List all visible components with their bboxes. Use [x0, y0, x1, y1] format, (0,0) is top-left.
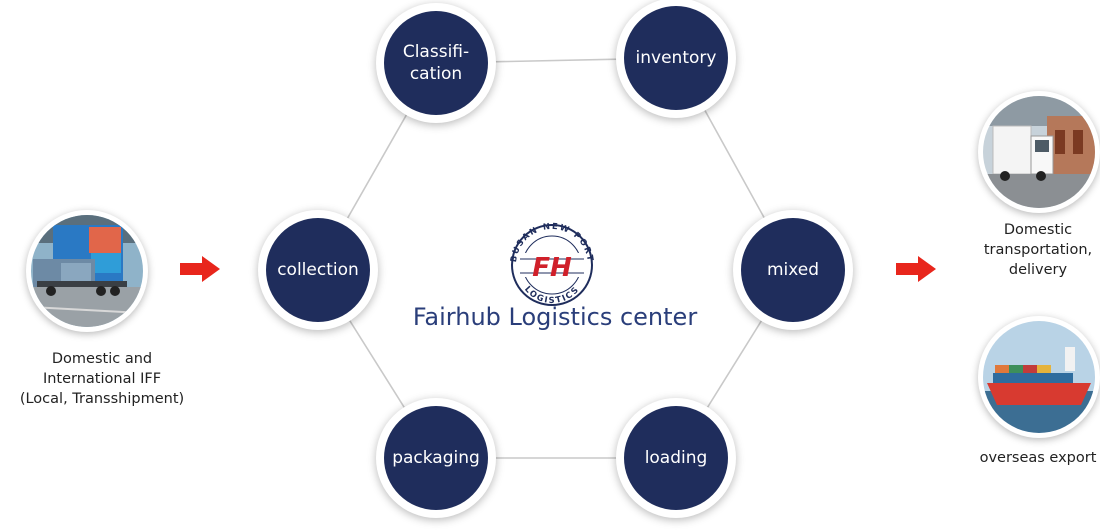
- node-label: Classifi- cation: [384, 11, 488, 115]
- truck-illustration: [983, 96, 1095, 208]
- node-classification: Classifi- cation: [376, 3, 496, 123]
- node-collection: collection: [258, 210, 378, 330]
- node-label: loading: [624, 406, 728, 510]
- node-inventory: inventory: [616, 0, 736, 118]
- node-label: packaging: [384, 406, 488, 510]
- node-mixed: mixed: [733, 210, 853, 330]
- fairhub-logo: BUSAN NEW PORT LOGISTICS FH: [508, 221, 594, 306]
- output-caption-domestic: Domestic transportation, delivery: [983, 222, 1093, 278]
- logo-initials: FH: [532, 253, 572, 283]
- input-caption: Domestic and International IFF (Local, T…: [19, 351, 185, 407]
- node-label: mixed: [741, 218, 845, 322]
- node-packaging: packaging: [376, 398, 496, 518]
- node-label: collection: [266, 218, 370, 322]
- container-ship-photo: [978, 316, 1100, 438]
- arrow-right-icon: [180, 256, 220, 282]
- truck-photo: [978, 91, 1100, 213]
- center-title: Fairhub Logistics center: [412, 303, 698, 331]
- warehouse-container-truck-photo: [26, 210, 148, 332]
- node-label: inventory: [624, 6, 728, 110]
- output-caption-export: overseas export: [979, 450, 1097, 466]
- arrow-right-icon: [896, 256, 936, 282]
- warehouse-truck-illustration: [31, 215, 143, 327]
- node-loading: loading: [616, 398, 736, 518]
- container-ship-illustration: [983, 321, 1095, 433]
